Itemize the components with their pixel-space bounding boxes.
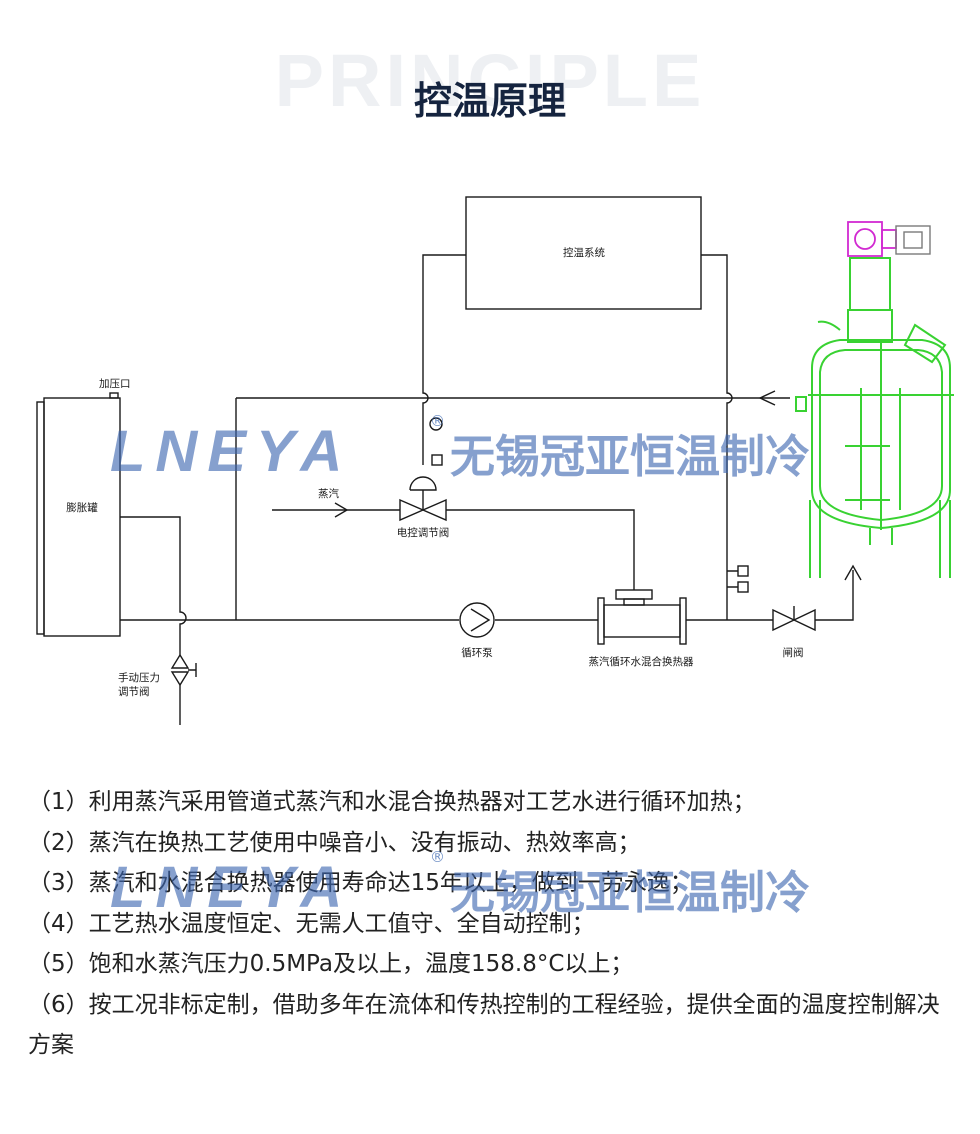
control-system-box — [465, 196, 702, 310]
label-manual-valve-line2: 调节阀 — [118, 685, 150, 698]
label-control-system: 控温系统 — [563, 246, 605, 259]
control-line-right — [701, 254, 733, 620]
label-electric-valve: 电控调节阀 — [397, 526, 450, 539]
mixer-flange-left — [597, 597, 605, 645]
label-pressurize-port: 加压口 — [99, 378, 131, 390]
process-diagram: 控温系统 加压口 膨胀罐 蒸汽 电控调节阀 手动压力 调节阀 循环泵 蒸汽循环水… — [36, 196, 954, 725]
tank-connection-pipe — [120, 516, 187, 655]
watermark-company-name: 无锡冠亚恒温制冷 — [450, 430, 811, 483]
watermark-logo: LNEYA — [110, 855, 353, 920]
watermark-top: LNEYA ® 无锡冠亚恒温制冷 — [110, 412, 910, 484]
label-manual-valve-line1: 手动压力 — [118, 671, 160, 684]
sensor-box-2 — [737, 581, 749, 593]
watermark-reg-mark: ® — [430, 848, 445, 866]
background-heading-word: PRINCIPLE — [274, 39, 706, 122]
electric-valve-symbol — [399, 498, 447, 522]
watermark-reg-mark: ® — [430, 412, 445, 430]
description-item: （1）利用蒸汽采用管道式蒸汽和水混合换热器对工艺水进行循环加热； — [28, 789, 756, 815]
watermark-bottom: LNEYA ® 无锡冠亚恒温制冷 — [110, 848, 910, 920]
description-item: （4）工艺热水温度恒定、无需人工值守、全自动控制； — [28, 910, 595, 937]
label-mixer: 蒸汽循环水混合换热器 — [589, 655, 694, 668]
return-arrow — [758, 390, 776, 406]
outlet-pipe — [815, 570, 854, 621]
control-line-left — [422, 254, 466, 418]
label-gate-valve: 闸阀 — [783, 646, 804, 659]
label-steam: 蒸汽 — [318, 487, 339, 500]
mixer-body — [603, 604, 681, 638]
description-item: （3）蒸汽和水混合换热器使用寿命达15年以上，做到一劳永逸； — [28, 870, 693, 896]
description-item: （5）饱和水蒸汽压力0.5MPa及以上，温度158.8°C以上； — [28, 951, 634, 977]
description-item: （6）按工况非标定制，借助多年在流体和传热控制的工程经验，提供全面的温度控制解决… — [28, 991, 940, 1059]
circulation-pump-symbol — [459, 602, 495, 638]
mixer-flange-right — [679, 597, 687, 645]
watermark-company-name: 无锡冠亚恒温制冷 — [450, 866, 811, 919]
pressurize-port-nozzle — [109, 392, 119, 399]
agitator-motor — [847, 221, 897, 257]
description-item: （2）蒸汽在换热工艺使用中噪音小、没有振动、热效率高； — [28, 829, 641, 856]
steam-feed-pipe — [446, 509, 635, 590]
watermark-logo: LNEYA — [110, 419, 353, 484]
gate-valve-symbol — [772, 608, 816, 632]
description-list: （1）利用蒸汽采用管道式蒸汽和水混合换热器对工艺水进行循环加热； （2）蒸汽在换… — [28, 782, 958, 1066]
expansion-tank-flange — [36, 401, 45, 635]
page-title: 控温原理 — [413, 79, 566, 123]
mixer-top-flange — [615, 589, 653, 600]
sensor-box-1 — [737, 565, 749, 577]
label-circulation-pump: 循环泵 — [461, 646, 493, 659]
reactor-vessel — [795, 257, 954, 578]
label-expansion-tank: 膨胀罐 — [66, 501, 98, 514]
expansion-tank — [43, 397, 121, 637]
manual-valve-symbol — [170, 653, 190, 687]
